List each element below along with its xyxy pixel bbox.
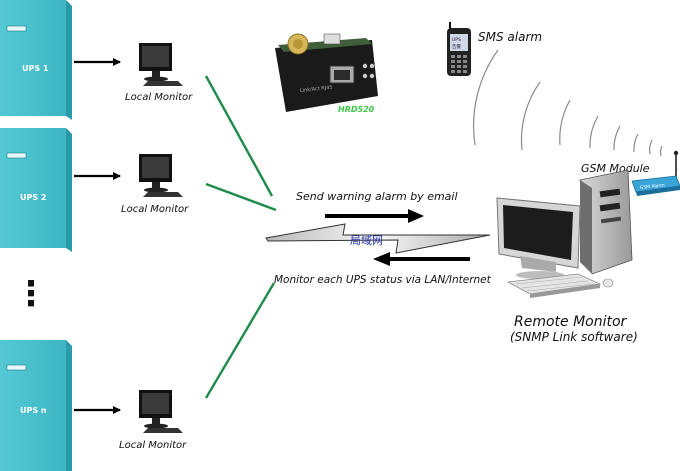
remote-monitor-subtitle: (SNMP Link software) bbox=[510, 330, 638, 344]
ups-n-display bbox=[6, 364, 27, 371]
gsm-module-label: GSM Module bbox=[581, 162, 650, 175]
card-port-text: Link/Act RJ45 bbox=[300, 85, 333, 94]
ups-n-side bbox=[66, 340, 72, 471]
ups-1-label: UPS 1 bbox=[22, 64, 49, 73]
ups-2-label: UPS 2 bbox=[20, 193, 46, 202]
email-alarm-label: Send warning alarm by email bbox=[296, 190, 458, 203]
network-link-ups-1 bbox=[204, 75, 274, 197]
gsm-module-icon: GSM Alarm bbox=[631, 150, 680, 196]
svg-text:告警: 告警 bbox=[452, 43, 461, 50]
ups-1-display bbox=[6, 25, 27, 32]
local-monitor-1-icon bbox=[139, 43, 183, 86]
local-monitor-2-icon bbox=[139, 154, 183, 197]
network-link-ups-n bbox=[204, 282, 276, 399]
ups-unit-n: UPS n bbox=[0, 340, 72, 471]
ups-2-display bbox=[6, 152, 27, 159]
local-monitor-n-icon bbox=[139, 390, 183, 433]
hrd520-label: HRD520 bbox=[338, 105, 375, 114]
email-arrow bbox=[325, 209, 424, 223]
hrd520-card-icon: Link/Act RJ45 bbox=[275, 33, 378, 112]
ups-unit-2: UPS 2 bbox=[0, 128, 72, 252]
ups-n-body bbox=[0, 340, 66, 471]
ups-ellipsis: ⋮ bbox=[14, 274, 48, 314]
network-bolt-icon bbox=[265, 223, 491, 254]
gsm-badge-text: GSM Alarm bbox=[640, 182, 665, 191]
sms-alarm-label: SMS alarm bbox=[478, 30, 542, 44]
radio-waves-icon bbox=[472, 49, 663, 157]
ups-unit-1: UPS 1 bbox=[0, 0, 72, 120]
lan-monitor-label: Monitor each UPS status via LAN/Internet bbox=[274, 274, 492, 286]
local-monitor-n-label: Local Monitor bbox=[119, 440, 187, 451]
local-monitor-1-label: Local Monitor bbox=[125, 92, 193, 103]
phone-screen-text: UPS bbox=[452, 37, 461, 43]
network-label: 局域网 bbox=[350, 234, 383, 247]
ups-1-side bbox=[66, 0, 72, 120]
ups-1-body bbox=[0, 0, 66, 116]
lan-status-arrow bbox=[373, 252, 470, 266]
ups-n-label: UPS n bbox=[20, 406, 47, 415]
network-link-ups-2 bbox=[205, 182, 277, 212]
remote-pc-icon bbox=[496, 169, 633, 298]
mobile-phone-icon: UPS 告警 bbox=[447, 22, 471, 76]
ups-2-body bbox=[0, 128, 66, 248]
remote-monitor-title: Remote Monitor bbox=[514, 314, 628, 330]
ups-2-side bbox=[66, 128, 72, 252]
local-monitor-2-label: Local Monitor bbox=[121, 204, 189, 215]
